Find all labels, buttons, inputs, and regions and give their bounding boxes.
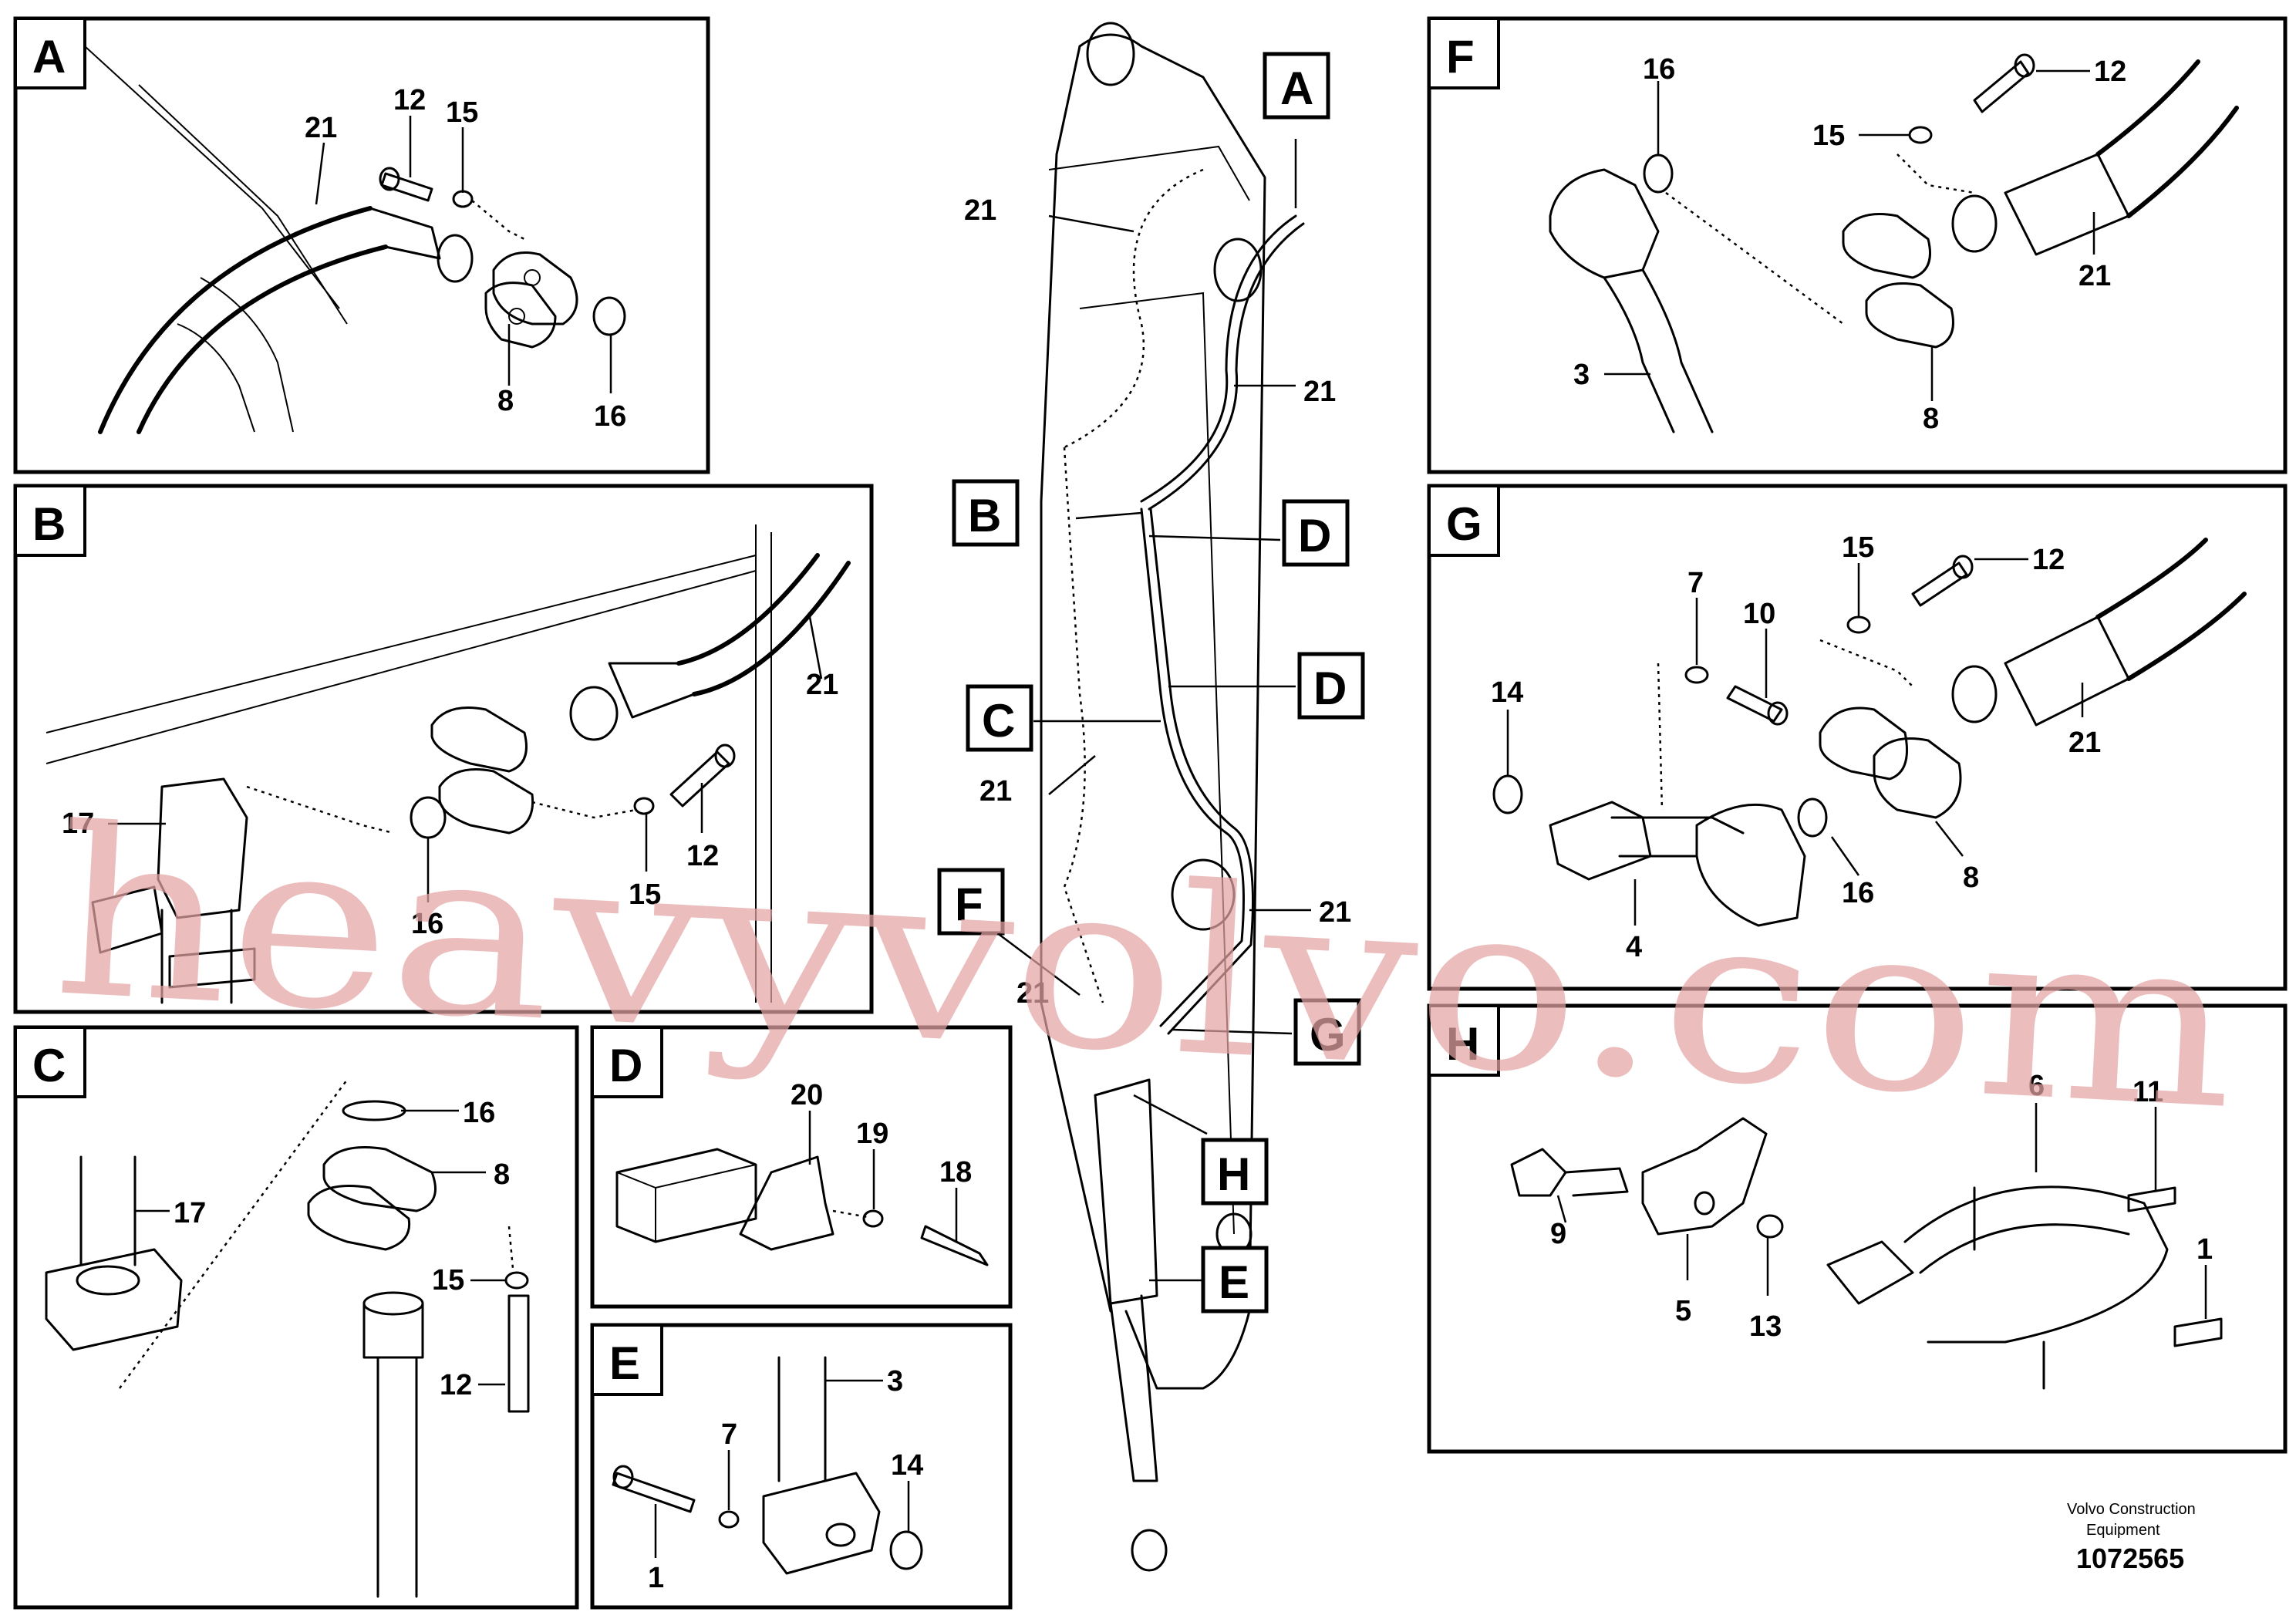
boom-label-21-e: 21 [1017, 977, 1049, 1010]
boom-overview: A B D D C F G H E 21 21 21 21 21 [937, 22, 1365, 1572]
label-c-17: 17 [174, 1197, 206, 1229]
label-e-1: 1 [648, 1562, 664, 1594]
callout-f: F [955, 878, 983, 930]
panel-f: F 16 12 15 21 3 8 [1427, 16, 2288, 474]
label-g-4: 4 [1626, 931, 1642, 963]
label-e-14: 14 [891, 1449, 923, 1482]
label-f-3: 3 [1573, 359, 1590, 391]
callout-e: E [1219, 1256, 1249, 1308]
label-e-3: 3 [887, 1365, 903, 1398]
label-b-21: 21 [806, 669, 838, 701]
label-h-13: 13 [1749, 1310, 1782, 1343]
panel-e: E 3 7 14 1 [590, 1323, 1013, 1610]
label-b-17: 17 [62, 808, 94, 840]
label-d-19: 19 [856, 1118, 888, 1150]
panel-e-letter: E [609, 1337, 640, 1389]
label-f-12: 12 [2094, 56, 2126, 88]
panel-d-letter: D [609, 1040, 642, 1091]
label-c-8: 8 [494, 1158, 510, 1191]
label-f-21: 21 [2079, 260, 2111, 292]
panel-c-letter: C [32, 1040, 66, 1091]
label-d-18: 18 [939, 1156, 972, 1189]
footer-brand: Volvo Construction Equipment 1072565 [2067, 1501, 2196, 1574]
label-f-8: 8 [1923, 403, 1939, 435]
label-e-7: 7 [721, 1418, 737, 1451]
boom-label-21-d: 21 [1319, 896, 1351, 929]
label-a-12: 12 [393, 84, 426, 116]
label-g-7: 7 [1687, 567, 1704, 599]
label-g-15: 15 [1842, 531, 1874, 564]
boom-label-21-c: 21 [979, 775, 1012, 808]
panel-b: B 21 17 16 15 12 [13, 484, 874, 1014]
brand-line-1: Volvo Construction [2067, 1501, 2196, 1518]
label-b-16: 16 [411, 908, 443, 940]
boom-label-21-b: 21 [1303, 376, 1336, 408]
callout-g: G [1310, 1009, 1346, 1061]
label-g-14: 14 [1491, 676, 1523, 709]
label-d-20: 20 [791, 1079, 823, 1111]
callout-h: H [1217, 1148, 1250, 1200]
panel-a: A 21 12 15 8 16 [13, 16, 710, 474]
panel-g-letter: G [1446, 498, 1482, 550]
boom-label-21-a: 21 [964, 194, 996, 227]
label-g-21: 21 [2068, 727, 2101, 759]
callout-d-lower: D [1313, 663, 1347, 714]
label-a-21: 21 [305, 112, 337, 144]
callout-c: C [982, 695, 1015, 747]
label-h-11: 11 [2132, 1076, 2163, 1108]
callout-a: A [1280, 62, 1313, 114]
label-g-16: 16 [1842, 877, 1874, 909]
label-h-1: 1 [2197, 1233, 2213, 1266]
brand-line-2: Equipment [2086, 1522, 2160, 1539]
panel-h-letter: H [1446, 1018, 1479, 1070]
label-a-8: 8 [497, 385, 514, 417]
label-f-15: 15 [1812, 120, 1845, 152]
label-a-15: 15 [446, 96, 478, 129]
drawing-number: 1072565 [2076, 1543, 2184, 1574]
panel-a-letter: A [32, 31, 66, 83]
callout-b: B [968, 490, 1001, 541]
panel-b-letter: B [32, 498, 66, 550]
label-h-6: 6 [2028, 1070, 2045, 1102]
callout-d-upper: D [1298, 510, 1331, 561]
label-c-15: 15 [432, 1264, 464, 1297]
label-a-16: 16 [594, 400, 626, 433]
label-g-10: 10 [1743, 598, 1775, 630]
label-h-9: 9 [1550, 1218, 1566, 1250]
panel-h: H 6 11 9 1 5 13 [1427, 1003, 2288, 1454]
label-g-12: 12 [2032, 544, 2065, 576]
label-f-16: 16 [1643, 53, 1675, 86]
label-g-8: 8 [1963, 862, 1979, 894]
label-h-5: 5 [1675, 1295, 1691, 1327]
label-c-12: 12 [440, 1369, 472, 1401]
panel-g: G 15 12 [1427, 484, 2288, 991]
panel-c: C 16 8 17 15 12 [13, 1025, 579, 1610]
label-c-16: 16 [463, 1097, 495, 1129]
panel-d: D 20 19 18 [590, 1025, 1013, 1309]
label-b-15: 15 [629, 878, 661, 911]
label-b-12: 12 [686, 840, 719, 872]
panel-f-letter: F [1446, 31, 1475, 83]
